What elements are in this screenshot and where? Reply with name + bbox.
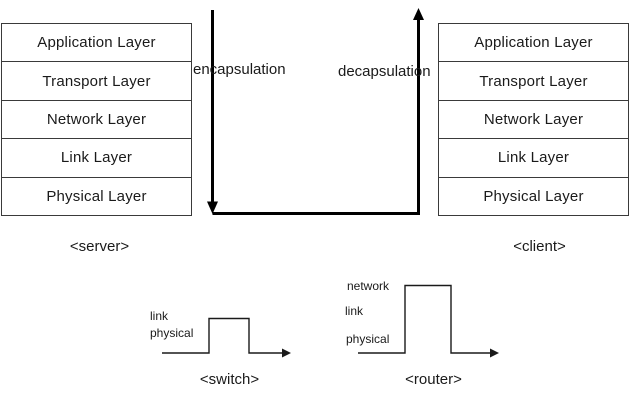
layer-row-link: Link Layer xyxy=(2,139,191,178)
encapsulation-arrow xyxy=(207,10,218,214)
router-link-label: link xyxy=(345,304,364,318)
layer-row-transport: Transport Layer xyxy=(2,62,191,101)
layer-row-link: Link Layer xyxy=(439,139,628,178)
client-stack-box: Application Layer Transport Layer Networ… xyxy=(438,23,629,216)
layer-row-network: Network Layer xyxy=(439,101,628,140)
layer-row-transport: Transport Layer xyxy=(439,62,628,101)
layer-row-network: Network Layer xyxy=(2,101,191,140)
decapsulation-label: decapsulation xyxy=(338,63,431,80)
router-caption: <router> xyxy=(405,371,462,388)
layer-row-physical: Physical Layer xyxy=(46,187,147,205)
layer-row-physical: Physical Layer xyxy=(483,187,584,205)
client-caption: <client> xyxy=(513,238,566,255)
router-network-label: network xyxy=(347,279,390,293)
switch-physical-label: physical xyxy=(150,326,194,340)
switch-link-label: link xyxy=(150,309,169,323)
server-stack-box: Application Layer Transport Layer Networ… xyxy=(1,23,192,216)
router-physical-label: physical xyxy=(346,332,390,346)
server-caption: <server> xyxy=(69,238,130,255)
switch-caption: <switch> xyxy=(199,371,260,388)
router-step-shape xyxy=(358,284,499,358)
encapsulation-label: encapsulation xyxy=(193,61,286,78)
decapsulation-arrow xyxy=(212,8,424,215)
layer-row-application: Application Layer xyxy=(2,24,191,63)
layer-row-application: Application Layer xyxy=(439,24,628,63)
